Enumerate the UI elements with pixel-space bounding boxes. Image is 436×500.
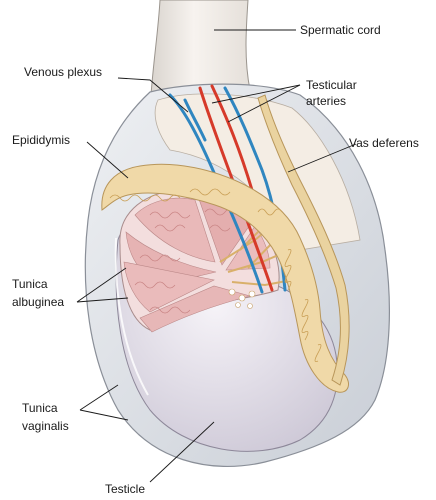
- label-tunica-vaginalis-line1: Tunica: [22, 401, 58, 415]
- leader-epididymis: [86, 141, 129, 179]
- label-testicular-arteries-line2: arteries: [306, 94, 346, 108]
- label-testicle: Testicle: [105, 482, 145, 496]
- leader-tunica-albuginea-b: [76, 297, 129, 303]
- label-tunica-albuginea-line2: albuginea: [12, 295, 64, 309]
- leader-testicular-arteries-b: [227, 84, 301, 123]
- lobule: [134, 197, 216, 263]
- leader-venous-plexus: [117, 77, 189, 113]
- epididymis-coils: [109, 188, 322, 363]
- label-vas-deferens: Vas deferens: [349, 136, 419, 150]
- leader-testicle: [149, 421, 215, 483]
- label-testicular-arteries-line1: Testicular: [306, 78, 357, 92]
- leader-testicular-arteries-a: [211, 84, 301, 104]
- tunica-albuginea-rim: [114, 237, 149, 396]
- label-venous-plexus: Venous plexus: [24, 65, 102, 79]
- leader-tunica-vaginalis-b: [79, 409, 129, 421]
- leader-tunica-albuginea-a: [76, 267, 127, 303]
- label-tunica-albuginea-line1: Tunica: [12, 277, 48, 291]
- rete-dots: [228, 288, 256, 309]
- leader-vas-deferens: [287, 143, 357, 173]
- leader-tunica-vaginalis-a: [79, 384, 119, 411]
- label-spermatic-cord: Spermatic cord: [300, 23, 381, 37]
- lobule: [123, 261, 215, 313]
- vas-deferens-shape: [257, 94, 350, 386]
- epididymis-shape: [101, 163, 349, 393]
- label-tunica-vaginalis-line2: vaginalis: [22, 419, 69, 433]
- label-epididymis: Epididymis: [12, 133, 70, 147]
